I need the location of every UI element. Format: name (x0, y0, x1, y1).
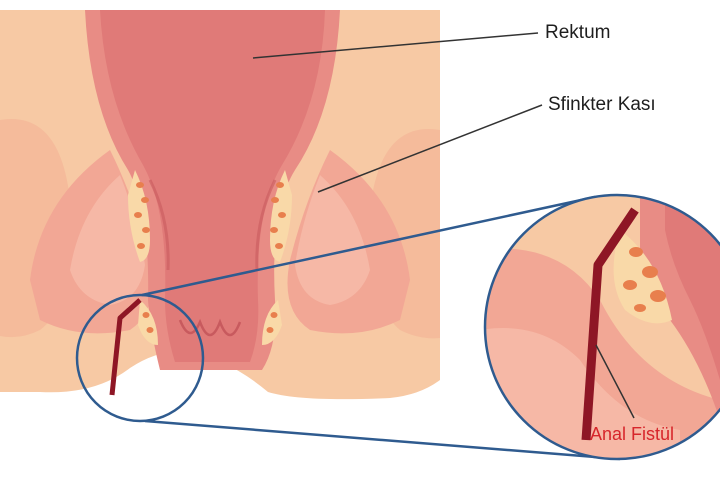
fistula-tract-small (109, 298, 142, 396)
fistula-pointer-line (595, 344, 635, 419)
right-muscle-inner (295, 175, 370, 305)
lower-left-glands (138, 300, 158, 345)
left-muscle-inner (70, 175, 145, 305)
lower-right-glands (262, 300, 282, 345)
sfinkter-leader-line (317, 104, 543, 193)
rectum (85, 10, 340, 370)
callout-connector-top (141, 195, 596, 297)
callout-zoom-circle (483, 193, 720, 461)
fistula-tract-zoomed (581, 207, 639, 441)
callout-source-circle (75, 293, 205, 423)
rectum-fold-left (148, 179, 170, 271)
rektum-label: Rektum (545, 22, 611, 43)
anal-fistula-label: Anal Fistül (590, 424, 675, 444)
zoom-rectum-lumen (665, 195, 720, 380)
sphincter-muscle-label: Sfinkter Kası (548, 94, 656, 115)
rectum-fold-right (255, 179, 277, 271)
rectum-lumen (100, 10, 325, 362)
anal-canal-folds (178, 318, 242, 337)
callout-connector-bottom (144, 419, 621, 461)
left-anal-glands (128, 170, 150, 262)
right-anal-glands (270, 170, 292, 262)
rektum-leader-line (252, 32, 539, 59)
